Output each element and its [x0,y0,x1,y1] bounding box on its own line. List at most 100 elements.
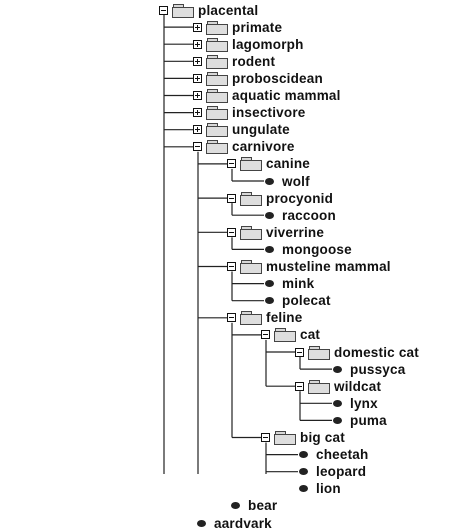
tree-node-procyonid[interactable]: procyonid [227,190,333,206]
tree-node-puma[interactable]: puma [331,412,387,428]
folder-icon [274,431,296,445]
tree-node-label: carnivore [232,139,295,155]
leaf-dot-icon [299,485,308,493]
leaf-dot-icon [299,468,308,476]
tree-node-label: leopard [316,464,367,480]
expand-toggle-icon[interactable] [193,125,202,135]
tree-node-polecat[interactable]: polecat [263,293,331,309]
tree-node-raccoon[interactable]: raccoon [263,207,336,223]
tree-node-label: cheetah [316,447,369,463]
tree-node-mink[interactable]: mink [263,276,314,292]
folder-icon [206,123,228,138]
tree-node-feline[interactable]: feline [227,310,302,326]
tree-node-label: mongoose [282,241,352,257]
folder-icon [274,328,296,343]
leaf-dot-icon [265,177,274,185]
expand-toggle-icon[interactable] [193,108,202,118]
tree-node-label: polecat [282,293,331,309]
tree-node-label: aquatic mammal [232,88,341,103]
tree-node-canine[interactable]: canine [227,156,310,172]
collapse-toggle-icon[interactable] [227,227,236,237]
tree-node-label: lagomorph [232,36,304,52]
folder-icon [206,106,228,121]
folder-icon [206,71,228,86]
tree-node-label: mink [282,276,315,292]
tree-node-proboscidean[interactable]: proboscidean [193,70,323,86]
folder-icon [240,311,262,326]
tree-node-label: musteline mammal [266,259,391,274]
folder-icon [206,89,228,103]
tree-node-bear[interactable]: bear [229,498,277,514]
folder-icon [240,260,262,274]
tree-node-mongoose[interactable]: mongoose [263,241,352,257]
collapse-toggle-icon[interactable] [159,5,168,15]
folder-icon [206,140,228,155]
tree-node-aardvark[interactable]: aardvark [195,515,272,531]
tree-node-label: big cat [300,430,345,445]
collapse-toggle-icon[interactable] [193,142,202,152]
expand-toggle-icon[interactable] [193,73,202,83]
tree-node-label: domestic cat [334,344,419,360]
tree-node-wildcat[interactable]: wildcat [295,378,381,394]
expand-toggle-icon[interactable] [193,56,202,66]
expand-toggle-icon[interactable] [193,39,202,49]
collapse-toggle-icon[interactable] [261,433,270,442]
folder-icon [172,3,194,18]
tree-node-domestic-cat[interactable]: domestic cat [295,344,419,360]
tree-node-big-cat[interactable]: big cat [261,430,345,446]
tree-node-label: ungulate [232,122,290,138]
tree-node-ungulate[interactable]: ungulate [193,122,290,138]
collapse-toggle-icon[interactable] [227,262,236,271]
leaf-dot-icon [265,211,274,219]
tree-node-label: bear [248,498,278,514]
tree-node-placental[interactable]: placental [159,2,258,18]
tree-node-lagomorph[interactable]: lagomorph [193,36,304,52]
collapse-toggle-icon[interactable] [295,381,304,391]
tree-node-pussycat[interactable]: pussyca [331,361,405,377]
leaf-dot-icon [197,519,206,527]
tree-node-label: raccoon [282,207,336,223]
collapse-toggle-icon[interactable] [295,347,304,357]
collapse-toggle-icon[interactable] [227,313,236,323]
tree-node-label: aardvark [214,515,272,531]
tree-node-carnivore[interactable]: carnivore [193,139,295,155]
tree-node-label: viverrine [266,224,325,240]
tree-node-lion[interactable]: lion [297,481,341,497]
tree-node-lynx[interactable]: lynx [331,395,378,411]
collapse-toggle-icon[interactable] [261,330,270,340]
tree-node-musteline-mammal[interactable]: musteline mammal [227,259,391,275]
tree-node-label: puma [350,412,387,428]
tree-node-label: feline [266,310,303,326]
tree-node-viverrine[interactable]: viverrine [227,224,324,240]
leaf-dot-icon [333,399,342,407]
leaf-dot-icon [265,280,274,288]
tree-node-label: canine [266,156,310,172]
tree-node-label: lion [316,481,341,497]
tree-node-label: wolf [282,173,310,189]
tree-node-aquatic-mammal[interactable]: aquatic mammal [193,88,341,104]
tree-node-insectivore[interactable]: insectivore [193,105,305,121]
collapse-toggle-icon[interactable] [227,193,236,203]
tree-node-primate[interactable]: primate [193,19,282,35]
leaf-dot-icon [231,502,240,510]
expand-toggle-icon[interactable] [193,22,202,32]
tree-node-wolf[interactable]: wolf [263,173,310,189]
tree-node-leopard[interactable]: leopard [297,464,366,480]
tree-node-rodent[interactable]: rodent [193,53,275,69]
tree-node-cheetah[interactable]: cheetah [297,447,368,463]
tree-node-label: placental [198,2,259,18]
expand-toggle-icon[interactable] [193,91,202,100]
tree-node-label: pussyca [350,361,406,377]
leaf-dot-icon [333,365,342,373]
tree-node-label: proboscidean [232,70,323,86]
tree-node-label: procyonid [266,190,334,206]
collapse-toggle-icon[interactable] [227,159,236,169]
folder-icon [240,191,262,206]
tree-node-label: lynx [350,395,378,411]
tree-node-label: wildcat [334,378,382,394]
leaf-dot-icon [265,297,274,305]
tree-node-label: primate [232,19,283,35]
tree-node-label: insectivore [232,105,306,121]
tree-node-cat[interactable]: cat [261,327,320,343]
